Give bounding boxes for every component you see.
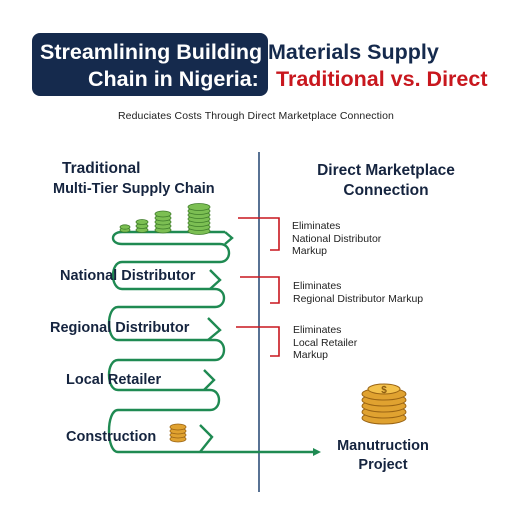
note2-line1: Eliminates: [293, 280, 342, 292]
final-line1: Manutruction: [337, 438, 429, 454]
note3-line3: Markup: [293, 349, 329, 361]
final-line2: Project: [358, 457, 408, 473]
note3-line1: Eliminates: [293, 324, 342, 336]
traditional-flow-path: [107, 230, 321, 456]
title-banner: [32, 33, 268, 96]
right-heading-line2: Connection: [343, 182, 429, 199]
left-heading-line1: Traditional: [62, 160, 141, 177]
large-gold-coin-stack-icon: $: [361, 383, 407, 425]
note1-line3: Markup: [292, 245, 328, 257]
subtitle: Reduciates Costs Through Direct Marketpl…: [117, 110, 394, 122]
title-line1-part2: Materials Supply: [268, 40, 439, 64]
note2-line2: Regional Distributor Markup: [293, 292, 424, 305]
title-line1-part1: Streamlining Building: [40, 40, 263, 64]
tier-regional-distributor: Regional Distributor: [50, 320, 190, 336]
note1-line2: National Distributor: [292, 232, 382, 245]
tier-local-retailer: Local Retailer: [66, 372, 162, 388]
note1-line1: Eliminates: [292, 220, 341, 232]
svg-text:$: $: [381, 385, 387, 396]
note-local-retailer: Eliminates Local Retailer Markup: [293, 324, 357, 362]
note-regional-distributor: Eliminates Regional Distributor Markup: [293, 280, 423, 305]
title-line2-part2: Traditional vs. Direct: [276, 67, 488, 91]
right-heading-line1: Direct Marketplace: [317, 162, 455, 179]
final-destination: Manutruction Project: [318, 437, 448, 475]
small-gold-coin-stack-icon: [169, 423, 187, 443]
tier-national-distributor: National Distributor: [60, 268, 196, 284]
title-line2-part1: Chain in Nigeria:: [88, 67, 259, 91]
markup-connectors: [236, 217, 280, 357]
note3-line2: Local Retailer: [293, 336, 358, 349]
left-heading-line2: Multi-Tier Supply Chain: [53, 181, 215, 197]
green-coin-stacks-icon: [119, 203, 211, 235]
note-national-distributor: Eliminates National Distributor Markup: [292, 220, 381, 258]
tier-construction: Construction: [66, 429, 157, 445]
